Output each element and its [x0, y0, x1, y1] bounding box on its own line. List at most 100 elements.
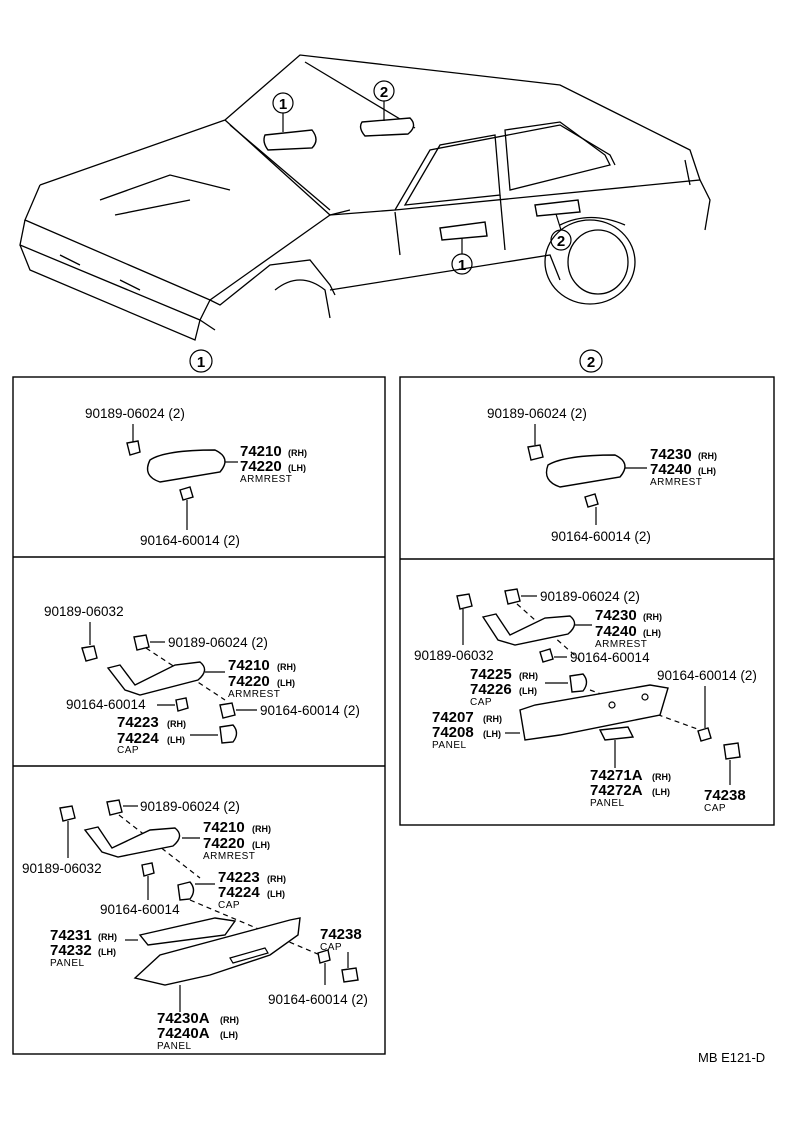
label: (RH) — [167, 719, 186, 729]
part-shape — [263, 129, 317, 151]
label: 2 — [557, 233, 565, 250]
part-shape — [534, 199, 581, 217]
label: 74223 — [117, 714, 159, 731]
part-shape — [341, 967, 359, 983]
label: (LH) — [277, 678, 295, 688]
part-shape — [317, 949, 331, 964]
car-outline — [209, 259, 336, 306]
panel-part — [138, 917, 237, 946]
label: (RH) — [652, 772, 671, 782]
car-outline — [394, 179, 711, 231]
label: (RH) — [698, 451, 717, 461]
label: CAP — [218, 900, 240, 911]
label: (LH) — [519, 686, 537, 696]
part-shape — [81, 645, 98, 662]
car-outline — [394, 211, 401, 256]
label: 2 — [380, 84, 388, 101]
label: (RH) — [519, 671, 538, 681]
label: CAP — [320, 942, 342, 953]
label: (LH) — [652, 787, 670, 797]
part-shape — [141, 862, 155, 877]
part-shape — [697, 727, 712, 742]
part-shape — [83, 826, 181, 858]
car-outline — [199, 319, 216, 331]
label: (RH) — [643, 612, 662, 622]
label: (LH) — [167, 735, 185, 745]
leader-line — [189, 899, 321, 956]
screw-part — [179, 486, 194, 501]
label: 90164-60014 — [570, 650, 650, 665]
label: 90189-06024 (2) — [540, 589, 640, 604]
label: 74220 — [203, 835, 245, 852]
car-outline — [59, 254, 141, 291]
part-number-rh: 74210 — [240, 443, 282, 460]
label: (LH) — [288, 463, 306, 473]
label: CAP — [470, 697, 492, 708]
label: 74225 — [470, 666, 512, 683]
clip-part — [126, 440, 141, 456]
label: 90189-06024 (2) — [140, 799, 240, 814]
car-illustration — [19, 54, 711, 341]
part-shape — [545, 454, 626, 488]
label: 1 — [458, 257, 466, 274]
label: (LH) — [98, 947, 116, 957]
label: PANEL — [432, 740, 467, 751]
label: ARMREST — [595, 639, 647, 650]
label: 74210 — [203, 819, 245, 836]
label: ARMREST — [650, 477, 702, 488]
car-outline — [224, 54, 701, 181]
part-shape — [219, 702, 236, 719]
car-outline — [24, 184, 331, 301]
label: 74224 — [117, 730, 159, 747]
part-shape — [177, 881, 195, 901]
label: (RH) — [220, 1015, 239, 1025]
label: PANEL — [157, 1041, 192, 1052]
label: 90164-60014 — [100, 902, 180, 917]
label: 90189-06032 — [22, 861, 102, 876]
label: CAP — [117, 745, 139, 756]
label: 74240A — [157, 1025, 210, 1042]
car-outline — [684, 159, 691, 186]
part-shape — [723, 742, 741, 760]
part-shape — [569, 673, 588, 693]
label: (LH) — [643, 628, 661, 638]
part-shape — [481, 613, 576, 646]
part-number: 90189-06024 (2) — [85, 406, 185, 421]
label: 90164-60014 (2) — [260, 703, 360, 718]
car-outline — [229, 124, 331, 211]
label: (LH) — [220, 1030, 238, 1040]
label: (LH) — [698, 466, 716, 476]
label: 74230A — [157, 1010, 210, 1027]
label: ARMREST — [228, 689, 280, 700]
car-outline — [329, 254, 561, 291]
right-panel-box — [399, 376, 775, 826]
label: 74238 — [320, 926, 362, 943]
right-bottom-section: 90189-06024 (2) 90189-06032 74230 (RH) 7… — [414, 588, 757, 814]
car-outline — [19, 244, 201, 341]
label: 90164-60014 (2) — [268, 992, 368, 1007]
label: 74271A — [590, 767, 643, 784]
part-shape — [175, 697, 189, 712]
label: 74220 — [228, 673, 270, 690]
armrest-part — [146, 449, 226, 483]
part-number-lh: 74220 — [240, 458, 282, 475]
label: 2 — [587, 354, 595, 371]
label: 90164-60014 (2) — [657, 668, 757, 683]
label: PANEL — [50, 958, 85, 969]
label: CAP — [704, 803, 726, 814]
label: 90164-60014 — [66, 697, 146, 712]
label: 74230 — [650, 446, 692, 463]
part-shape — [219, 724, 238, 744]
label: 1 — [197, 354, 205, 371]
right-top-section: 90189-06024 (2) 74230 (RH) 74240 (LH) AR… — [487, 406, 717, 544]
left-bottom-section: 90189-06024 (2) 90189-06032 74210 (RH) 7… — [22, 799, 368, 1052]
label: 74223 — [218, 869, 260, 886]
label: 74230 — [595, 607, 637, 624]
label: 74272A — [590, 782, 643, 799]
car-outline — [114, 199, 191, 216]
label: 74240 — [650, 461, 692, 478]
car-outline — [499, 194, 506, 251]
car-callout-2-top: 2 — [373, 80, 395, 121]
panel-part — [133, 917, 301, 986]
part-shape — [456, 593, 473, 610]
